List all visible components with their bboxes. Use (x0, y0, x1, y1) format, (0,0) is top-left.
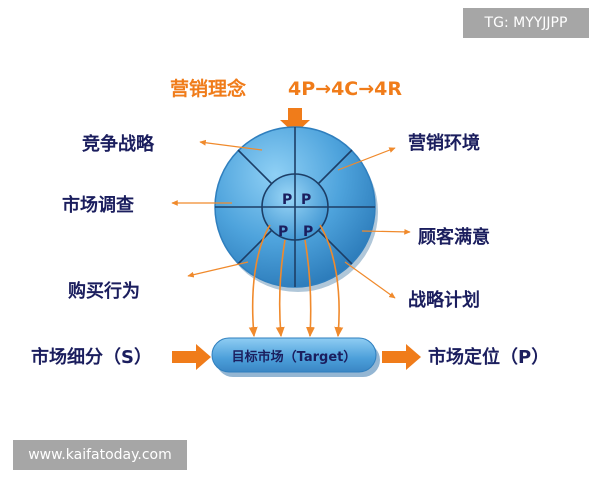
label-competition-strategy: 竞争战略 (82, 133, 155, 155)
arrow-to-planning (344, 261, 396, 299)
label-strategic-planning: 战略计划 (408, 289, 480, 311)
label-marketing-environment: 营销环境 (408, 132, 480, 154)
p-cell-bottom-left: P (278, 224, 288, 240)
header-formula: 4P→4C→4R (288, 78, 402, 100)
p-cell-bottom-right: P (303, 224, 313, 240)
label-market-research: 市场调查 (62, 194, 134, 216)
watermark-bottom-left: www.kaifatoday.com (13, 440, 187, 470)
target-market-label: 目标市场（Target） (232, 349, 357, 365)
label-customer-satisfaction: 顾客满意 (418, 226, 490, 248)
p-cell-top-right: P (301, 192, 311, 208)
flow-left-arrow-icon (172, 344, 211, 370)
label-purchase-behavior: 购买行为 (68, 280, 140, 302)
down-arrow-icon (280, 108, 310, 134)
ring-dividers (215, 127, 375, 287)
flow-right-arrow-icon (382, 344, 421, 370)
curve-arrow-4 (319, 224, 344, 338)
flow-right-label: 市场定位（P） (428, 346, 549, 368)
curve-arrow-3 (304, 239, 315, 338)
arrow-to-competition (199, 139, 263, 151)
arrow-to-environment (337, 147, 396, 171)
arrow-to-behavior (187, 261, 249, 278)
curve-arrow-1 (248, 224, 271, 338)
curve-arrow-2 (275, 239, 286, 338)
flow-left-label: 市场细分（S） (31, 346, 152, 368)
arrow-to-satisfaction (361, 229, 411, 235)
p-cell-top-left: P (282, 192, 292, 208)
target-market-pill (211, 337, 377, 373)
watermark-top-right: TG: MYYJJPP (463, 8, 589, 38)
header-label: 营销理念 (170, 77, 246, 100)
